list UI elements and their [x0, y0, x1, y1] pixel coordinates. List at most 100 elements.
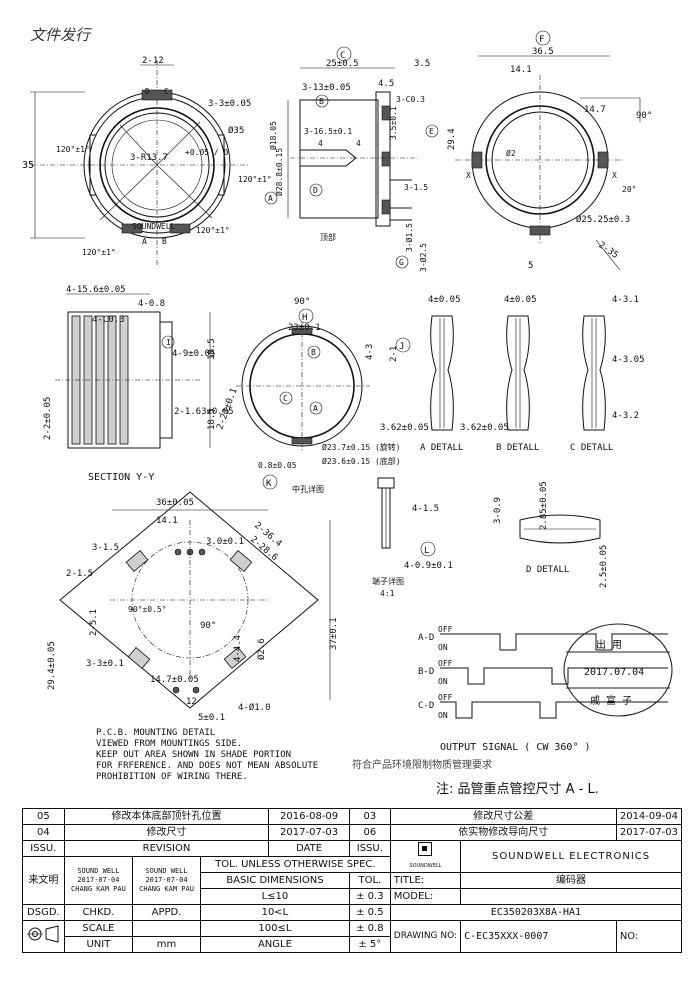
- section-dim-2: 4-C0.3: [92, 315, 125, 325]
- detail-c-dim-1: 4-3.05: [612, 355, 645, 365]
- side-dim-13: 3-Ø1.5: [404, 223, 414, 252]
- detail-c-label: C DETALL: [570, 443, 613, 453]
- right-dim-4: 29.4: [447, 128, 457, 150]
- rev-no: 06: [348, 824, 391, 841]
- rev-desc: 依实物修改导向尺寸: [389, 824, 617, 841]
- right-dim-8: 20°: [622, 185, 636, 194]
- detail-a-label: A DETALL: [420, 443, 463, 453]
- detail-b-dim: 4±0.05: [504, 295, 537, 305]
- unit-label: UNIT: [63, 936, 134, 953]
- right-dim-10: 2-35: [596, 240, 620, 261]
- abc-details: 4±0.05 4±0.05 4-3.1 4-3.05 4-3.2 3.62±0.…: [380, 295, 645, 453]
- pcb-dim-14: Ø2.6: [256, 638, 267, 660]
- section-dim-7: 2-1.63±0.05: [174, 407, 234, 417]
- tol-range: 10<L: [199, 904, 350, 921]
- rev-date: 2017-07-03: [615, 824, 683, 841]
- company-logo: SOUNDWELL: [389, 840, 462, 873]
- pin-scale: 4:1: [380, 589, 395, 598]
- hole-circle-b: B: [311, 348, 316, 357]
- right-dim-6: X: [466, 171, 471, 180]
- pcb-dim-1: 14.1: [156, 516, 178, 526]
- front-dim-11: SOUNDWELL: [132, 222, 176, 231]
- tol-range: 100≤L: [199, 920, 350, 937]
- basic-dimensions: BASIC DIMENSIONS: [199, 872, 350, 889]
- right-circle-f: F: [539, 35, 544, 45]
- front-dim-10: 120°±1°: [196, 226, 230, 235]
- company-name: SOUNDWELL ELECTRONICS: [460, 840, 682, 873]
- title-label: TITLE:: [389, 872, 462, 889]
- right-dim-11: 5: [528, 261, 533, 271]
- hole-dim-6: Ø23.6±0.15 (底部): [322, 456, 401, 466]
- no-label: NO:: [615, 920, 683, 953]
- side-circle-a: A: [268, 194, 273, 203]
- detail-extra-1: 3.62±0.05: [460, 423, 509, 433]
- detail-c-dim-0: 4-3.1: [612, 295, 639, 305]
- right-dim-3: 90°: [636, 111, 652, 121]
- hole-detail: H 90° 23±0.1 4-3 2-1 2-23±0.1 Ø23.7±0.15…: [215, 297, 411, 494]
- hole-circle-h: H: [302, 313, 307, 323]
- front-dim-0: 2-12: [142, 56, 164, 66]
- front-dim-4: Ø35: [228, 125, 244, 136]
- detail-extra-0: 3.62±0.05: [380, 423, 429, 433]
- side-dim-11: Ø18.05: [268, 121, 278, 150]
- hole-dim-1: 23±0.1: [288, 323, 321, 333]
- pcb-dim-8: 2-5.1: [89, 609, 99, 636]
- signal-row-1-on: ON: [438, 677, 448, 686]
- stamp-date: 2017-07-04: [77, 876, 120, 884]
- signal-row-2-label: C-D: [418, 701, 434, 711]
- hole-circle-k: K: [266, 479, 272, 489]
- side-dim-1: 3.5: [414, 59, 430, 69]
- drawing-no-label: DRAWING NO:: [389, 920, 462, 953]
- detail-a-dim: 4±0.05: [428, 295, 461, 305]
- rev-no: 03: [348, 808, 391, 825]
- section-caption: SECTION Y-Y: [88, 472, 154, 483]
- pcb-note-line: VIEWED FROM MOUNTINGS SIDE.: [96, 739, 243, 749]
- approval-stamp-2: SOUND WELL 2017-07-04 CHANG KAM PAU: [132, 856, 201, 905]
- tol-header: TOL. UNLESS OTHERWISE SPEC.: [199, 856, 391, 873]
- hole-dim-2: 4-3: [365, 344, 375, 360]
- stamp-company: SOUND WELL: [145, 867, 188, 875]
- tol-value: ± 0.8: [348, 920, 391, 937]
- signal-title: OUTPUT SIGNAL ( CW 360° ): [440, 742, 591, 753]
- hole-dim-0: 90°: [294, 297, 310, 307]
- section-circle-i: I: [166, 338, 171, 347]
- section-dim-4: 18.5: [207, 338, 217, 360]
- pin-dim-1: 4-0.9±0.1: [404, 561, 453, 571]
- side-dim-6: 3-16.5±0.1: [304, 127, 352, 136]
- stamp-name: CHANG KAM PAU: [139, 885, 194, 893]
- compliance-note: 符合产品环境限制物质管理要求: [352, 760, 492, 771]
- rev-desc: 修改尺寸公差: [389, 808, 617, 825]
- rev-date: 2014-09-04: [615, 808, 683, 825]
- stamp-name: CHANG KAM PAU: [71, 885, 126, 893]
- stamp-date: 2017-07-04: [145, 876, 188, 884]
- pcb-note-line: PROHIBITION OF WIRING THERE.: [96, 772, 248, 782]
- hole-dim-5: Ø23.7±0.15 (旋转): [322, 442, 401, 452]
- soundwell-logo-icon: [418, 841, 433, 856]
- pcb-dim-13: 4-4.4: [233, 635, 243, 662]
- detail-c-dim-2: 4-3.2: [612, 411, 639, 421]
- pcb-dim-18: 12: [186, 697, 197, 707]
- hole-dim-7: 0.8±0.05: [258, 461, 297, 470]
- pcb-note-line: P.C.B. MOUNTING DETAIL: [96, 728, 216, 738]
- rev-date: 2017-07-03: [268, 824, 350, 841]
- projection-symbol: [22, 920, 65, 953]
- header-date: DATE: [268, 840, 350, 857]
- side-dim-10: Ø28.8±0.15: [274, 148, 284, 196]
- release-stamp-top: 出 用: [596, 638, 622, 651]
- front-tol: +0.05 / 0: [185, 148, 229, 157]
- appd-label: APPD.: [132, 904, 201, 921]
- pcb-dim-7: 90°±0.5°: [128, 605, 167, 614]
- model-value: EC350203X8A-HA1: [389, 904, 683, 921]
- side-dim-14: 3-Ø2.5: [418, 243, 428, 272]
- signer-name: 来文明: [22, 856, 65, 905]
- pin-detail: 4-1.5 4-0.9±0.1 L 端子详图 4:1: [372, 477, 453, 598]
- approval-stamp-1: SOUND WELL 2017-07-04 CHANG KAM PAU: [63, 856, 134, 905]
- side-dim-0: 25±0.5: [326, 59, 359, 69]
- front-dim-3: 3-3±0.05: [208, 99, 251, 109]
- side-dim-3: 4.5: [378, 79, 394, 89]
- pcb-dim-0: 36±0.05: [156, 498, 194, 508]
- side-circle-e: E: [429, 127, 434, 136]
- tol-range: ANGLE: [199, 936, 350, 953]
- rev-desc: 修改尺寸: [63, 824, 270, 841]
- pin-dim-0: 4-1.5: [412, 504, 439, 514]
